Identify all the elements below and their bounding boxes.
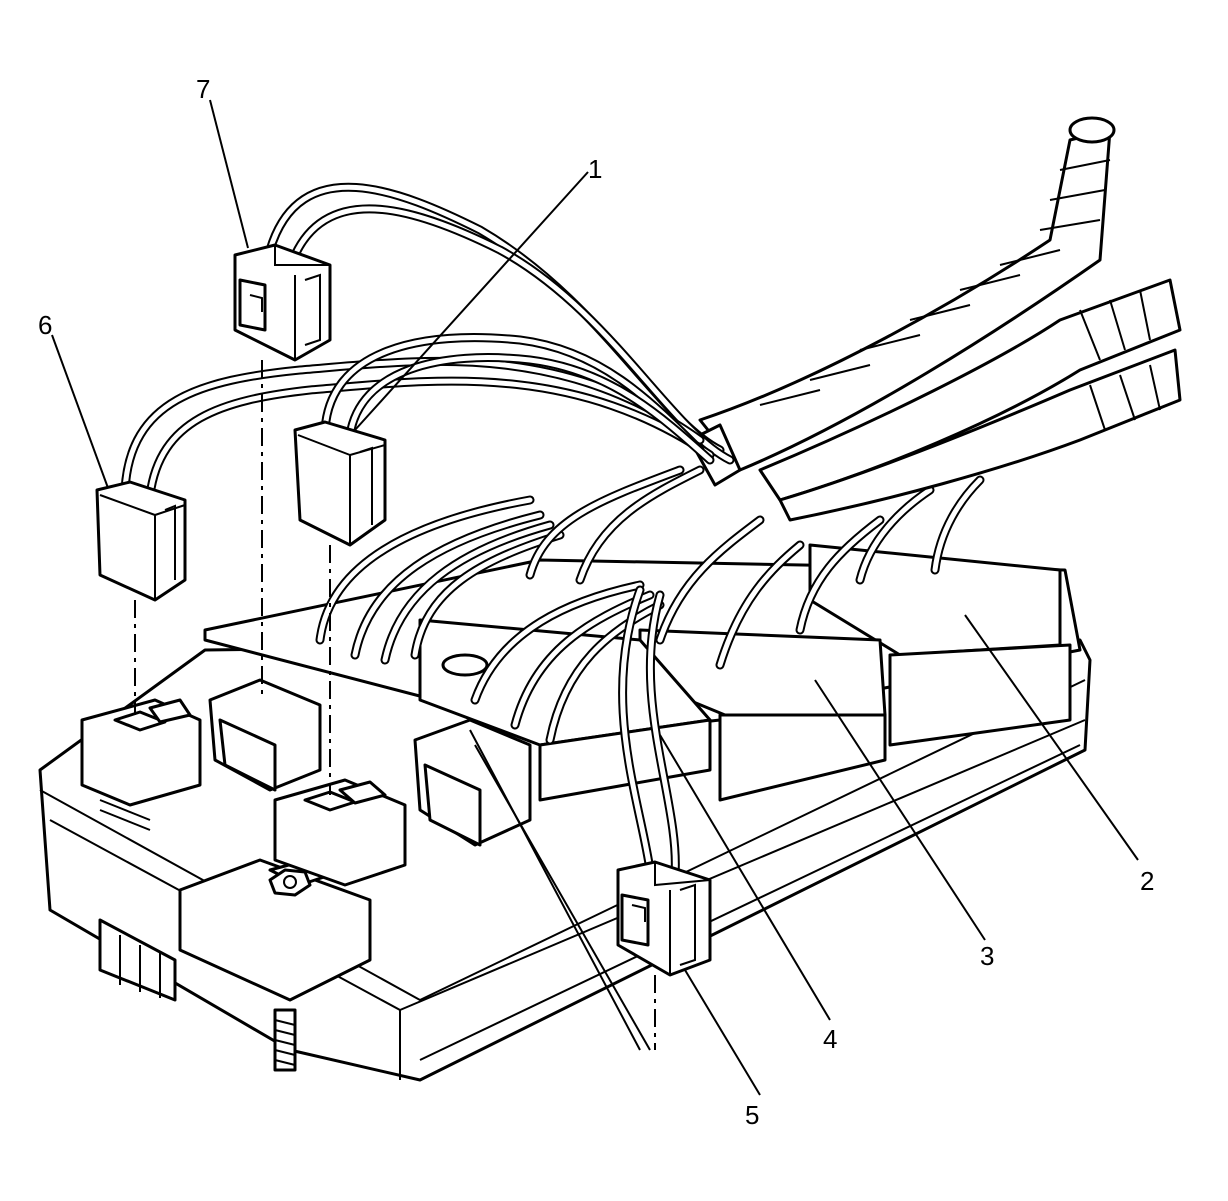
connector-1-wires	[320, 333, 715, 465]
connector-5	[616, 860, 712, 977]
module-wires	[315, 465, 985, 745]
connector-1	[293, 420, 387, 547]
connector-6	[95, 480, 187, 602]
callout-7: 7	[196, 74, 210, 104]
callout-4: 4	[823, 1024, 837, 1054]
leader-lines	[51, 99, 1139, 1096]
callout-1: 1	[588, 154, 602, 184]
callout-5: 5	[745, 1100, 759, 1130]
block-sockets	[80, 678, 532, 887]
callout-3: 3	[980, 941, 994, 971]
mating-lines	[134, 360, 656, 1050]
connector-7	[233, 243, 332, 362]
callout-6: 6	[38, 310, 52, 340]
callout-labels: 1 2 3 4 5 6 7	[38, 74, 1154, 1130]
main-harness	[688, 116, 1182, 522]
callout-2: 2	[1140, 866, 1154, 896]
connector-7-wires	[265, 182, 735, 465]
connector-5-wires	[618, 585, 680, 880]
